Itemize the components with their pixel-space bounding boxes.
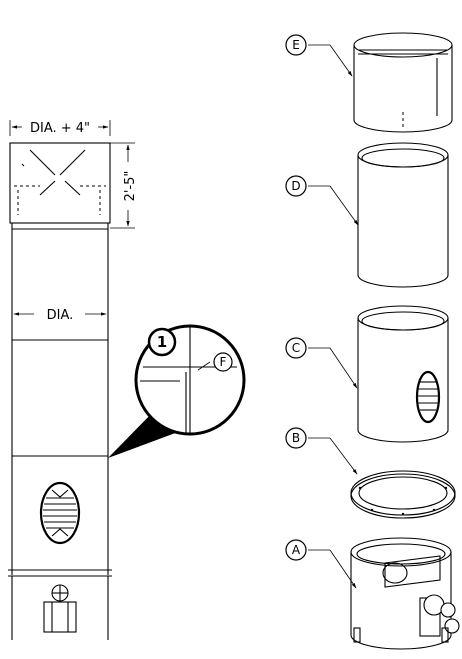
motor-icon: [43, 584, 77, 633]
component-b: B: [285, 427, 456, 519]
detail-number-circle: [147, 327, 177, 357]
component-e: E: [285, 32, 453, 133]
detail-magnifier: F 1: [108, 324, 246, 458]
component-c: C: [285, 305, 449, 443]
component-a-label: A: [292, 543, 301, 557]
width-dimension-label: DIA. + 4": [30, 121, 90, 136]
component-d: D: [285, 142, 449, 288]
grille-icon: [415, 370, 441, 424]
height-dimension-label: 2'-5": [123, 171, 138, 202]
component-c-label: C: [292, 341, 300, 355]
component-b-label: B: [292, 431, 300, 445]
dia-dimension-label: DIA.: [47, 308, 74, 323]
grille-icon: [39, 481, 81, 545]
component-d-label: D: [291, 179, 300, 193]
detail-number-label: 1: [157, 333, 167, 351]
callout-f-label: F: [220, 355, 227, 369]
component-e-label: E: [292, 38, 300, 52]
assembled-stack: DIA. + 4" 2'-5" DIA.: [8, 120, 138, 640]
callout-f-circle: [213, 352, 233, 372]
component-a: A: [285, 537, 460, 650]
